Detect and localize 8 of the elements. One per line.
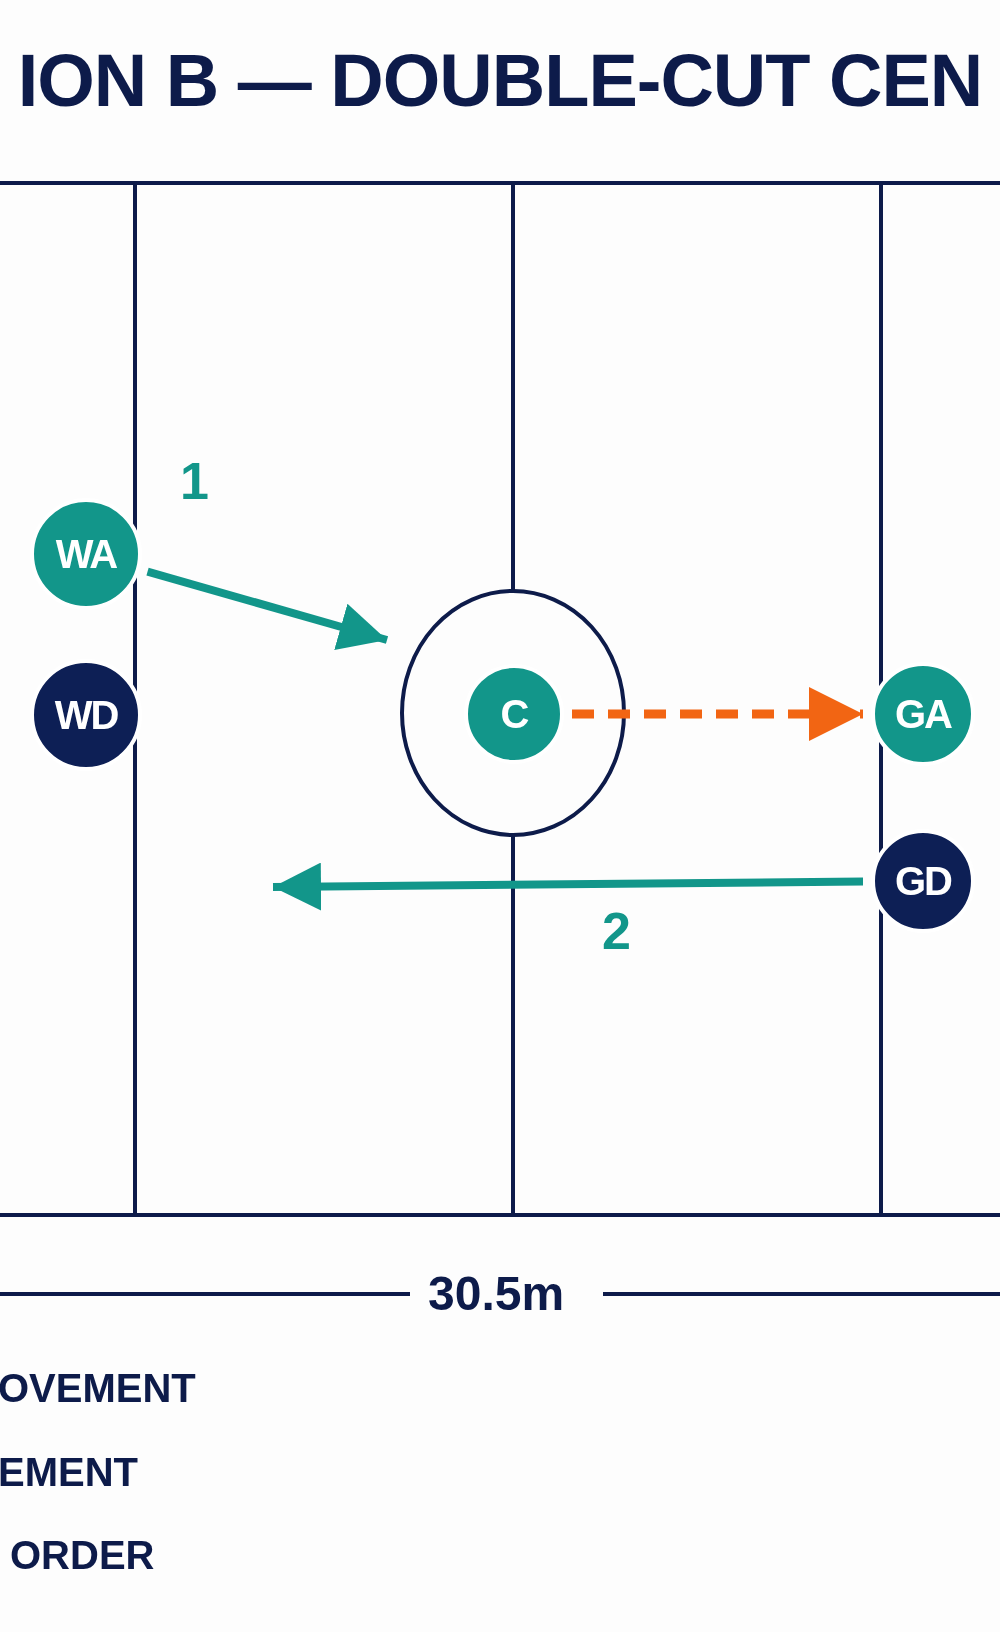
legend-text: ORDER [10, 1535, 155, 1575]
movement-arrow [146, 567, 389, 650]
movement-arrow [572, 687, 863, 741]
dimension-label: 30.5m [428, 1270, 565, 1318]
legend-text: OVEMENT [0, 1368, 196, 1408]
movement-arrow [272, 862, 864, 911]
title: ION B — DOUBLE-CUT CEN [17, 39, 983, 122]
legend-text: EMENT [0, 1452, 138, 1492]
